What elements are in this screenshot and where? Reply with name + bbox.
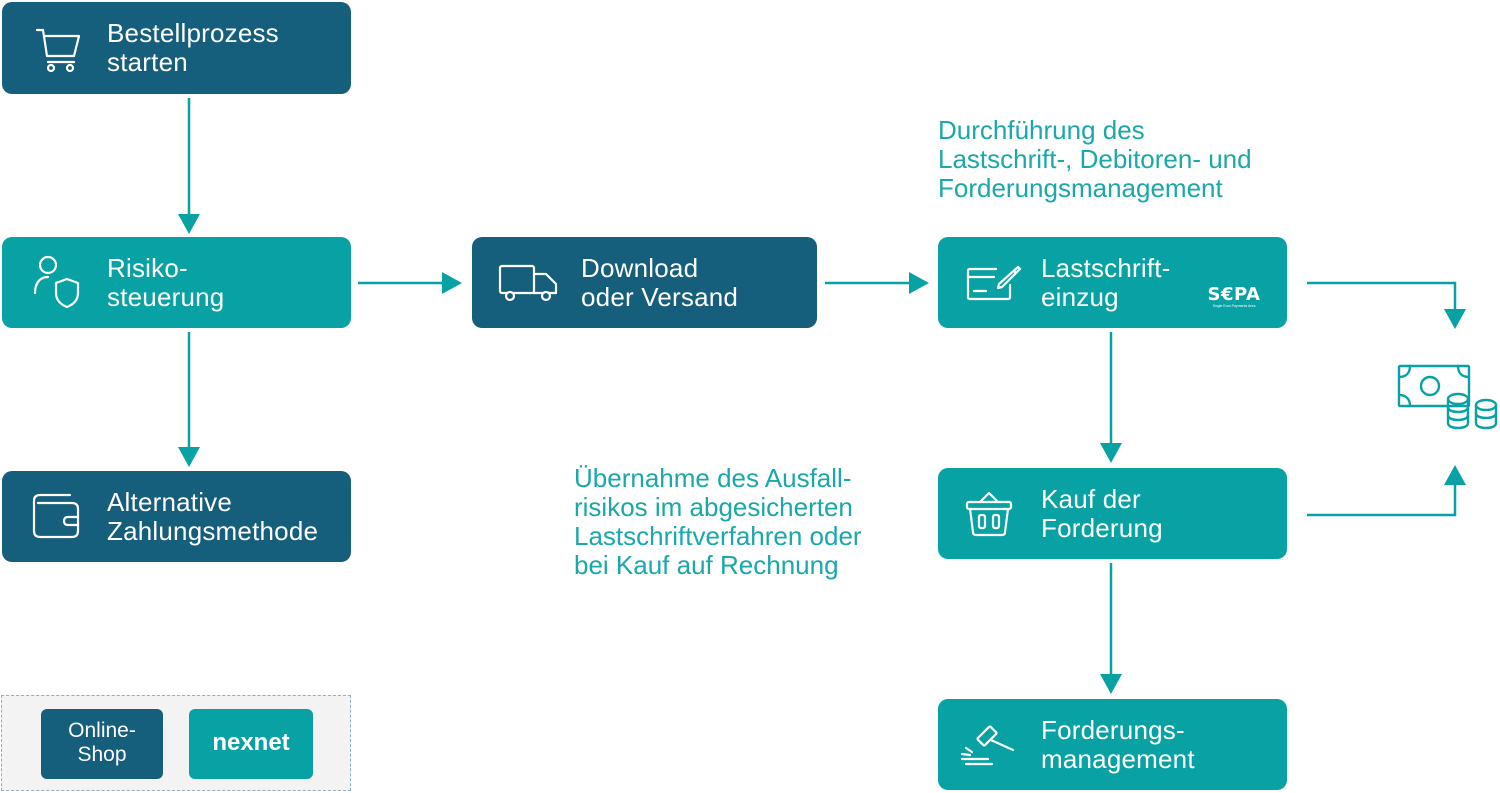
box-kauf-der-forderung: Kauf der Forderung	[938, 468, 1287, 559]
box-bestellprozess-starten: Bestellprozess starten	[2, 2, 351, 94]
gavel-icon	[958, 721, 1016, 772]
box-lastschrifteinzug: Lastschrift- einzug S€PA Single Euro Pay…	[938, 237, 1287, 328]
caption-line: risikos im abgesicherten	[574, 492, 853, 522]
caption-uebernahme: Übernahme des Ausfall- risikos im abgesi…	[574, 464, 862, 580]
legend-online-shop: Online- Shop	[41, 709, 163, 779]
sepa-logo-subtext: Single Euro Payments Area	[1212, 304, 1256, 308]
box-alternative-zahlungsmethode: Alternative Zahlungsmethode	[2, 471, 351, 562]
legend-online-shop-line2: Shop	[77, 743, 127, 766]
box-label-line2: management	[1041, 744, 1195, 774]
box-label-line2: oder Versand	[581, 282, 739, 312]
legend: Online- Shop nexnet	[1, 695, 351, 791]
user-shield-icon	[32, 255, 82, 314]
sepa-logo-text: S€PA	[1207, 284, 1261, 305]
box-download-oder-versand: Download oder Versand	[472, 237, 817, 328]
shopping-cart-icon	[34, 24, 84, 79]
caption-line: Lastschrift-, Debitoren- und	[938, 144, 1252, 174]
wallet-icon	[32, 493, 84, 544]
legend-online-shop-line1: Online-	[68, 719, 136, 742]
sepa-logo: S€PA Single Euro Payments Area	[1199, 284, 1269, 309]
caption-line: Durchführung des	[938, 115, 1145, 145]
box-label-line2: Forderung	[1041, 513, 1163, 543]
shopping-basket-icon	[964, 488, 1014, 543]
caption-line: Forderungsmanagement	[938, 173, 1223, 203]
caption-durchfuehrung: Durchführung des Lastschrift-, Debitoren…	[938, 116, 1252, 203]
box-label-line2: einzug	[1041, 282, 1119, 312]
legend-nexnet: nexnet	[189, 709, 313, 779]
box-label-line2: Zahlungsmethode	[107, 516, 319, 546]
nexnet-logo: nexnet	[212, 729, 290, 756]
box-label-line1: Risiko-	[107, 253, 188, 283]
box-label-line1: Download	[581, 253, 699, 283]
caption-line: bei Kauf auf Rechnung	[574, 550, 839, 580]
caption-line: Lastschriftverfahren oder	[574, 521, 862, 551]
money-coins-icon	[1396, 363, 1500, 438]
box-label-line2: starten	[107, 47, 188, 77]
arrow-kauf-money	[1307, 484, 1457, 517]
box-risikosteuerung: Risiko- steuerung	[2, 237, 351, 328]
box-label-line1: Forderungs-	[1041, 715, 1185, 745]
box-label-line1: Bestellprozess	[107, 18, 279, 48]
box-forderungsmanagement: Forderungs- management	[938, 699, 1287, 790]
delivery-truck-icon	[498, 263, 560, 308]
caption-line: Übernahme des Ausfall-	[574, 463, 852, 493]
arrow-lastschrift-money	[1307, 281, 1457, 312]
box-label-line1: Alternative	[107, 487, 233, 517]
signed-card-icon	[966, 263, 1022, 308]
box-label-line2: steuerung	[107, 282, 225, 312]
box-label-line1: Kauf der	[1041, 484, 1141, 514]
box-label-line1: Lastschrift-	[1041, 253, 1171, 283]
